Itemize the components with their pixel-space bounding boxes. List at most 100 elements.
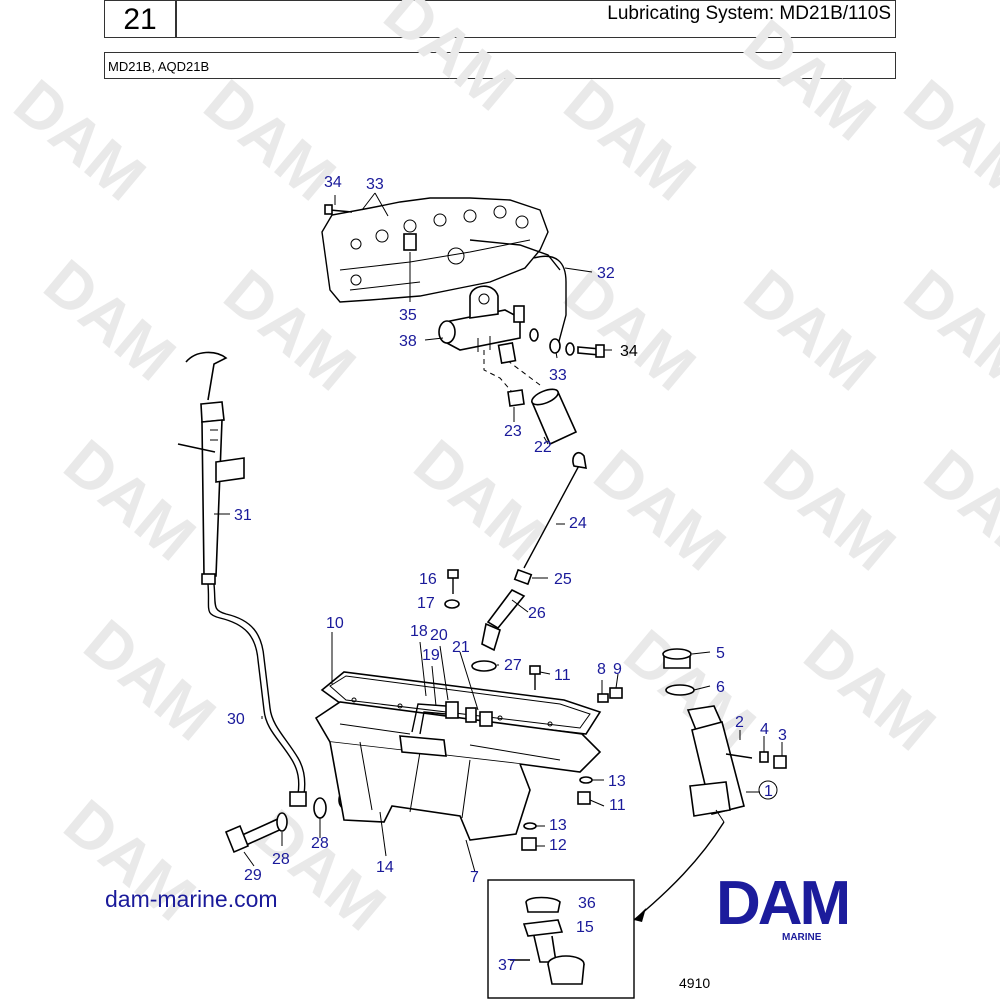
callout-label: 15 bbox=[576, 919, 594, 936]
pipe-fitting bbox=[445, 701, 459, 719]
nipple bbox=[507, 389, 525, 407]
leader-lines bbox=[214, 192, 783, 873]
plug-8 bbox=[597, 693, 609, 703]
dipstick-guide-base bbox=[481, 622, 501, 652]
figure-number: 4910 bbox=[679, 975, 711, 991]
callout-label: 26 bbox=[528, 605, 546, 622]
callout-label: 34 bbox=[324, 174, 342, 191]
watermark: DAM bbox=[791, 616, 949, 765]
callout-label: 23 bbox=[504, 423, 522, 440]
watermark: DAM bbox=[731, 256, 889, 405]
oil-pan bbox=[314, 671, 602, 841]
callout-label: 28 bbox=[272, 851, 290, 868]
engine-block-drawing bbox=[321, 197, 561, 303]
section-number: 21 bbox=[104, 0, 176, 38]
callout-label: 11 bbox=[609, 797, 626, 814]
callout-label: 12 bbox=[549, 837, 567, 854]
nut-12 bbox=[521, 837, 537, 851]
oil-pickup-pipe bbox=[411, 703, 447, 733]
washer-17 bbox=[444, 599, 460, 609]
oil-filter-housing bbox=[438, 285, 525, 352]
watermark: DAM bbox=[891, 256, 1000, 405]
callout-label: 25 bbox=[554, 571, 572, 588]
watermark: DAM bbox=[31, 246, 189, 395]
watermark: DAM bbox=[371, 0, 529, 124]
watermark: DAM bbox=[551, 66, 709, 215]
detail-drawing bbox=[510, 896, 585, 985]
callout-label: 13 bbox=[549, 817, 567, 834]
callout-label: 33 bbox=[549, 367, 567, 384]
watermark: DAM bbox=[911, 436, 1000, 585]
page-title: Lubricating System: MD21B/110S bbox=[607, 3, 891, 24]
banjo-bolt-assembly bbox=[224, 791, 350, 854]
watermark: DAM bbox=[581, 436, 739, 585]
callout-label: 20 bbox=[430, 627, 448, 644]
drain-hose bbox=[207, 583, 300, 795]
callout-label: 24 bbox=[569, 515, 587, 532]
callout-labels: 34 33 32 35 38 34 33 23 22 31 24 16 25 1… bbox=[227, 174, 787, 974]
callout-label: 29 bbox=[244, 867, 262, 884]
watermark: DAM bbox=[551, 256, 709, 405]
callout-label: 18 bbox=[410, 623, 428, 640]
plug-9 bbox=[609, 687, 623, 699]
bolt-16 bbox=[447, 569, 459, 579]
callout-label: 17 bbox=[417, 595, 435, 612]
callout-circle bbox=[758, 780, 778, 800]
watermark: DAM bbox=[51, 426, 209, 575]
callout-label: 4 bbox=[760, 721, 769, 738]
callout-label: 13 bbox=[608, 773, 626, 790]
callout-label: 6 bbox=[716, 679, 725, 696]
callout-label: 3 bbox=[778, 727, 787, 744]
watermark: DAM bbox=[71, 606, 229, 755]
banjo-bolt bbox=[529, 328, 605, 358]
callout-label: 22 bbox=[534, 439, 552, 456]
pipe-fitting bbox=[479, 711, 493, 727]
callout-label: 32 bbox=[597, 265, 615, 282]
watermark: DAM bbox=[731, 6, 889, 155]
callout-label: 14 bbox=[376, 859, 394, 876]
hose-connector bbox=[289, 791, 307, 807]
detail-arrow bbox=[633, 821, 725, 921]
website-link[interactable]: dam-marine.com bbox=[105, 886, 278, 912]
oil-filler-assembly bbox=[662, 648, 787, 823]
callout-label: 28 bbox=[311, 835, 329, 852]
callout-label: 27 bbox=[504, 657, 522, 674]
callout-label: 16 bbox=[419, 571, 437, 588]
callout-label: 11 bbox=[554, 667, 571, 684]
callout-label: 37 bbox=[498, 957, 516, 974]
brand-logo-subtitle: MARINE bbox=[782, 932, 822, 943]
bracket bbox=[403, 233, 417, 251]
dipstick-rod bbox=[523, 459, 583, 569]
pipe-fitting bbox=[465, 707, 477, 723]
callout-label: 1 bbox=[764, 783, 773, 800]
brand-logo: DAM bbox=[716, 869, 851, 938]
callout-label: 30 bbox=[227, 711, 245, 728]
model-list: MD21B, AQD21B bbox=[104, 52, 896, 79]
bolt-head bbox=[324, 204, 333, 215]
washer-13 bbox=[523, 822, 537, 830]
watermark: DAM bbox=[191, 66, 349, 215]
arrow-head bbox=[634, 908, 646, 922]
dipstick-guide-tube bbox=[486, 588, 526, 630]
watermark: DAM bbox=[211, 256, 369, 405]
detail-box bbox=[487, 879, 635, 999]
oil-pickup-pipe bbox=[419, 711, 447, 735]
bolt bbox=[329, 209, 353, 213]
watermark: DAM bbox=[891, 66, 1000, 215]
callout-label: 5 bbox=[716, 645, 725, 662]
callout-label: 7 bbox=[470, 869, 479, 886]
callout-label: 36 bbox=[578, 895, 596, 912]
bolt-11 bbox=[577, 791, 591, 805]
gasket-ring bbox=[471, 660, 497, 672]
callout-label: 8 bbox=[597, 661, 606, 678]
oil-drain-pump bbox=[177, 351, 245, 585]
callout-label: 19 bbox=[422, 647, 440, 664]
callout-label: 31 bbox=[234, 507, 252, 524]
callout-label: 9 bbox=[613, 661, 622, 678]
callout-label: 2 bbox=[735, 714, 744, 731]
watermark: DAM bbox=[751, 436, 909, 585]
callout-label: 35 bbox=[399, 307, 417, 324]
stud-11 bbox=[529, 665, 541, 675]
oil-pipe bbox=[533, 255, 567, 346]
